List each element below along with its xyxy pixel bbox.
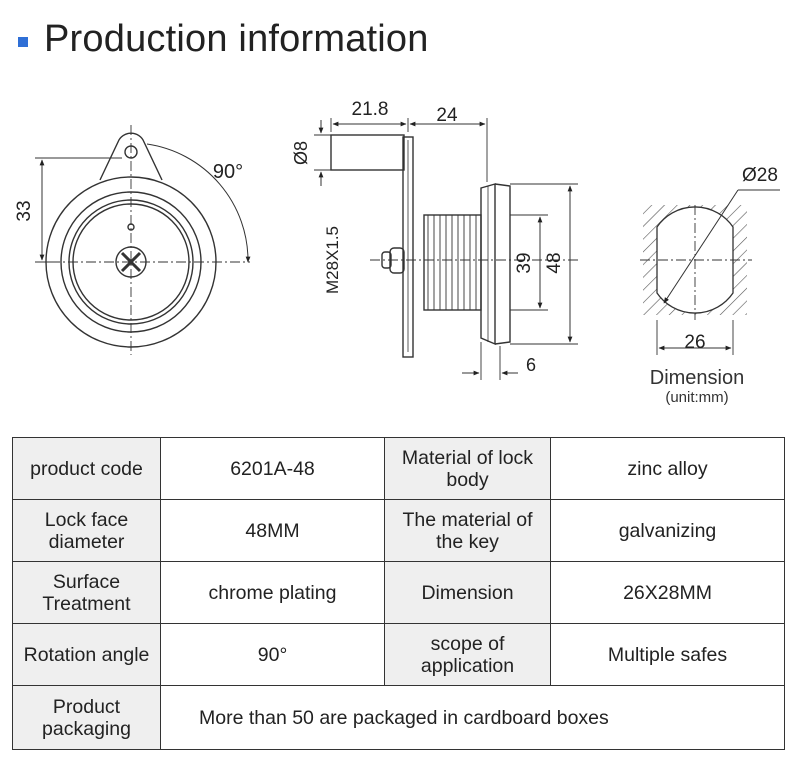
spec-value-packaging: More than 50 are packaged in cardboard b… — [160, 685, 785, 750]
spec-label-surface-treatment: Surface Treatment — [12, 561, 161, 624]
panel-cutout — [640, 189, 780, 355]
dim-dia-28-label: Ø28 — [742, 165, 778, 186]
table-row: Surface Treatment chrome plating Dimensi… — [12, 561, 785, 624]
technical-drawing: 33 90° — [14, 99, 780, 380]
spec-value-rotation-angle: 90° — [160, 623, 385, 686]
spec-value-body-material: zinc alloy — [550, 437, 785, 500]
spec-value-product-code: 6201A-48 — [160, 437, 385, 500]
spec-label-face-diameter: Lock face diameter — [12, 499, 161, 562]
dim-24-label: 24 — [436, 105, 458, 126]
spec-label-dimension: Dimension — [384, 561, 551, 624]
dimension-caption-unit: (unit:mm) — [665, 389, 729, 406]
square-bullet-icon — [18, 37, 28, 47]
dim-48-label: 48 — [544, 252, 565, 273]
dim-dia-8-label: Ø8 — [291, 141, 311, 165]
spec-value-scope: Multiple safes — [550, 623, 785, 686]
spec-value-face-diameter: 48MM — [160, 499, 385, 562]
front-view — [35, 125, 251, 355]
thread-m28-label: M28X1.5 — [323, 226, 342, 294]
page-title: Production information — [44, 17, 429, 60]
table-row: Rotation angle 90° scope of application … — [12, 623, 785, 686]
dimension-caption: Dimension (unit:mm) — [632, 367, 762, 406]
table-row: Product packaging More than 50 are packa… — [12, 685, 785, 750]
side-view — [314, 118, 580, 380]
spec-label-scope: scope of application — [384, 623, 551, 686]
spec-label-body-material: Material of lock body — [384, 437, 551, 500]
spec-table: product code 6201A-48 Material of lock b… — [12, 437, 785, 750]
table-row: Lock face diameter 48MM The material of … — [12, 499, 785, 562]
table-row: product code 6201A-48 Material of lock b… — [12, 437, 785, 500]
spec-value-surface-treatment: chrome plating — [160, 561, 385, 624]
spec-label-product-code: product code — [12, 437, 161, 500]
section-header: Production information — [18, 14, 429, 64]
dim-6-label: 6 — [526, 355, 536, 375]
dim-33-label: 33 — [14, 200, 35, 221]
spec-value-dimension: 26X28MM — [550, 561, 785, 624]
spec-label-key-material: The material of the key — [384, 499, 551, 562]
dim-26-label: 26 — [684, 332, 705, 353]
dim-39-label: 39 — [514, 252, 535, 273]
spec-label-packaging: Product packaging — [12, 685, 161, 750]
dim-90-degree-label: 90° — [213, 161, 243, 183]
dimension-caption-title: Dimension — [649, 367, 745, 389]
spec-label-rotation-angle: Rotation angle — [12, 623, 161, 686]
dim-21-8-label: 21.8 — [352, 99, 389, 120]
spec-value-key-material: galvanizing — [550, 499, 785, 562]
